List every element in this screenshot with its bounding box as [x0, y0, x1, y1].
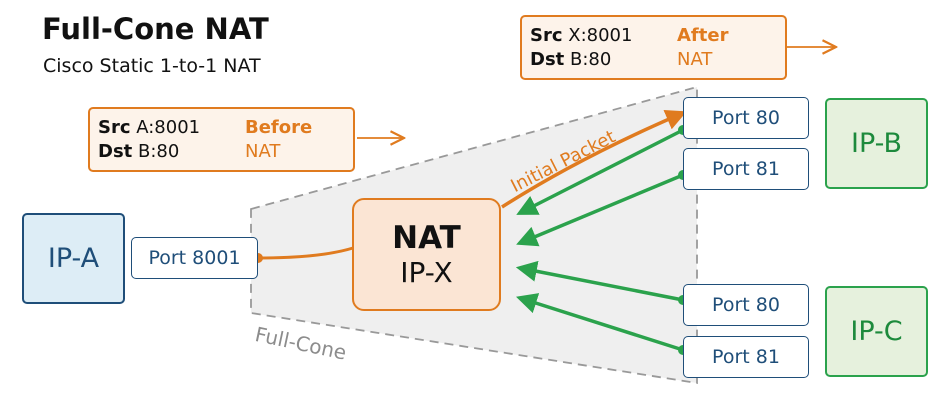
nat-device: NAT IP-X — [352, 198, 501, 311]
after-dst-label: Dst — [530, 49, 565, 70]
before-nat-packet: Src A:8001 Dst B:80 Before NAT — [88, 107, 355, 172]
after-dst-line: Dst B:80 — [530, 49, 611, 70]
before-tag: Before — [245, 117, 313, 138]
before-src-line: Src A:8001 — [98, 117, 200, 138]
host-c-port-80: Port 80 — [683, 284, 809, 326]
before-dst-label: Dst — [98, 141, 133, 162]
before-dst-value: B:80 — [138, 141, 180, 162]
before-dst-line: Dst B:80 — [98, 141, 179, 162]
initial-packet-arrow — [501, 109, 687, 209]
after-tag-nat: NAT — [677, 49, 713, 70]
host-ip-c: IP-C — [825, 286, 928, 377]
port-8001: Port 8001 — [131, 237, 258, 279]
return-arrow-c-81 — [515, 293, 684, 352]
before-src-label: Src — [98, 117, 131, 138]
before-tag-nat: NAT — [245, 141, 281, 162]
after-src-label: Src — [530, 25, 563, 46]
after-tag: After — [677, 25, 729, 46]
nat-ip: IP-X — [400, 255, 453, 289]
page-subtitle: Cisco Static 1-to-1 NAT — [43, 55, 261, 77]
return-arrow-b-81 — [516, 173, 684, 247]
after-src-value: X:8001 — [568, 25, 633, 46]
nat-title: NAT — [392, 219, 461, 256]
after-dst-value: B:80 — [570, 49, 612, 70]
host-ip-a: IP-A — [22, 213, 125, 304]
host-b-port-80: Port 80 — [683, 97, 809, 139]
host-ip-b: IP-B — [825, 98, 928, 189]
before-src-value: A:8001 — [136, 117, 201, 138]
host-c-port-81: Port 81 — [683, 336, 809, 378]
host-b-port-81: Port 81 — [683, 148, 809, 190]
after-src-line: Src X:8001 — [530, 25, 632, 46]
page-title: Full-Cone NAT — [42, 12, 269, 46]
return-arrow-b-80 — [516, 128, 684, 215]
host-a-to-nat-link — [257, 246, 354, 260]
after-nat-packet: Src X:8001 Dst B:80 After NAT — [520, 15, 787, 80]
return-arrow-c-80 — [515, 260, 684, 302]
